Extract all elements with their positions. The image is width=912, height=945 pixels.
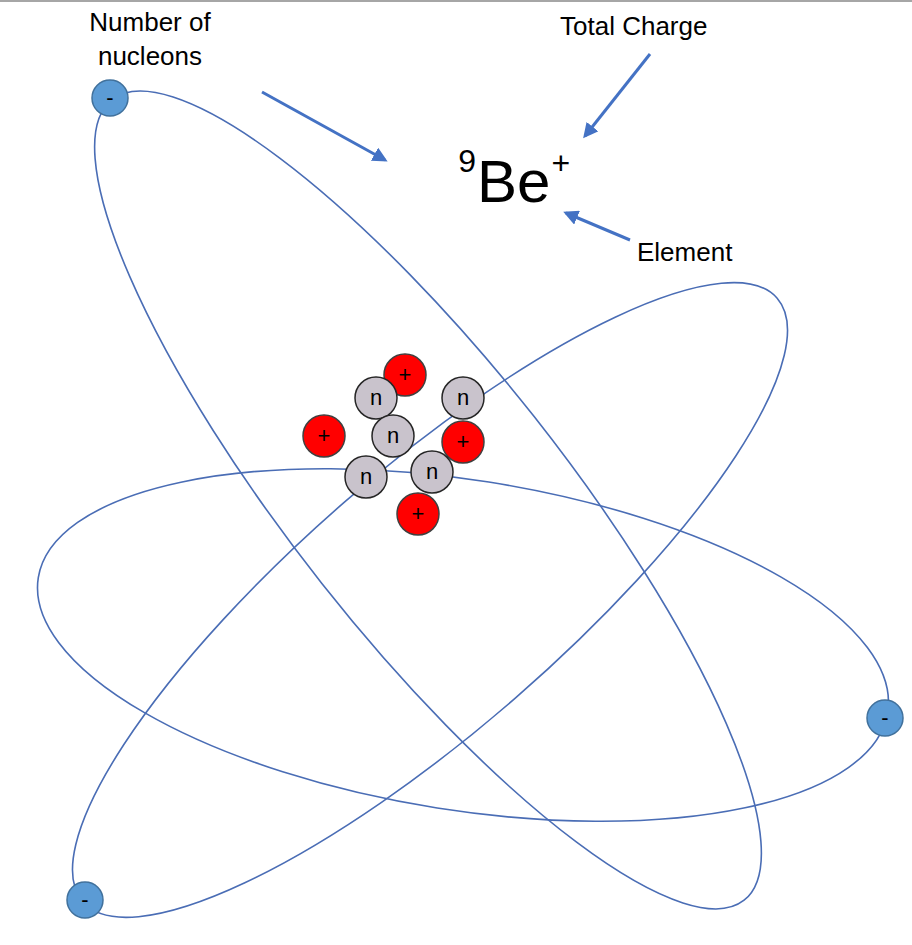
neutron-circle-shape xyxy=(372,415,414,457)
particle-sign: - xyxy=(881,707,888,729)
electron-circle-shape xyxy=(67,882,103,918)
leader-arrow xyxy=(262,92,385,160)
annotation-label: Element xyxy=(637,238,732,268)
proton-circle-shape xyxy=(442,421,484,463)
particle-sign: n xyxy=(387,425,399,447)
neutron-circle-shape xyxy=(411,451,453,493)
annotation-label: Total Charge xyxy=(560,12,707,42)
electron-circle: - xyxy=(866,699,904,737)
electron-orbit xyxy=(6,16,850,945)
neutron-circle: n xyxy=(344,455,388,499)
electron-circle: - xyxy=(66,881,104,919)
proton-circle-shape xyxy=(303,415,345,457)
proton-circle-shape xyxy=(397,493,439,535)
particle-sign: + xyxy=(399,364,412,386)
particle-sign: + xyxy=(457,431,470,453)
neutron-circle: n xyxy=(371,414,415,458)
charge-sign: + xyxy=(551,146,570,181)
particle-sign: + xyxy=(318,425,331,447)
electron-orbit xyxy=(12,415,912,875)
electron-orbit xyxy=(0,200,862,945)
proton-circle: + xyxy=(396,492,440,536)
neutron-circle-shape xyxy=(442,377,484,419)
top-border xyxy=(0,0,912,2)
leader-arrow xyxy=(566,213,630,240)
electron-circle: - xyxy=(91,79,129,117)
electron-circle-shape xyxy=(92,80,128,116)
element-symbol: Be xyxy=(477,152,550,212)
neutron-circle: n xyxy=(441,376,485,420)
particle-sign: + xyxy=(412,503,425,525)
electron-circle-shape xyxy=(867,700,903,736)
particle-sign: - xyxy=(81,889,88,911)
mass-number: 9 xyxy=(458,144,476,179)
particle-sign: - xyxy=(106,87,113,109)
particle-sign: n xyxy=(370,387,382,409)
neutron-circle: n xyxy=(410,450,454,494)
particle-sign: n xyxy=(426,461,438,483)
annotation-label: Number of nucleons xyxy=(60,6,240,74)
neutron-circle-shape xyxy=(345,456,387,498)
proton-circle: + xyxy=(302,414,346,458)
particle-sign: n xyxy=(457,387,469,409)
neutron-circle-shape xyxy=(355,377,397,419)
leader-arrow xyxy=(585,54,650,136)
particle-sign: n xyxy=(360,466,372,488)
neutron-circle: n xyxy=(354,376,398,420)
